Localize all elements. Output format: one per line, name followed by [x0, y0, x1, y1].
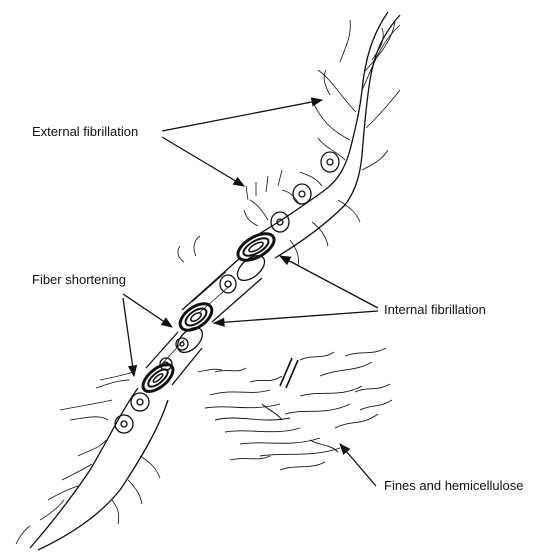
fiber-segment-top [244, 12, 400, 266]
fiber-cut-end-top [234, 228, 279, 265]
arrow-internal-1 [280, 256, 378, 308]
arrow-shortening-2 [123, 298, 134, 376]
fiber-cut-end-middle [176, 298, 217, 335]
label-fines-hemicellulose: Fines and hemicellulose [384, 478, 523, 493]
arrow-shortening-1 [123, 294, 172, 327]
arrows [123, 100, 378, 486]
label-fiber-shortening: Fiber shortening [32, 272, 126, 287]
fines-debris [205, 348, 392, 470]
arrow-external-1 [162, 100, 322, 131]
arrow-internal-2 [214, 311, 378, 323]
label-external-fibrillation: External fibrillation [32, 124, 138, 139]
fiber-segment-lower [96, 323, 222, 388]
fiber-segment-bottom [16, 388, 168, 550]
arrow-external-2 [162, 137, 244, 186]
fiber-cut-end-lower [138, 360, 177, 397]
label-internal-fibrillation: Internal fibrillation [384, 302, 486, 317]
arrow-fines [340, 444, 376, 486]
